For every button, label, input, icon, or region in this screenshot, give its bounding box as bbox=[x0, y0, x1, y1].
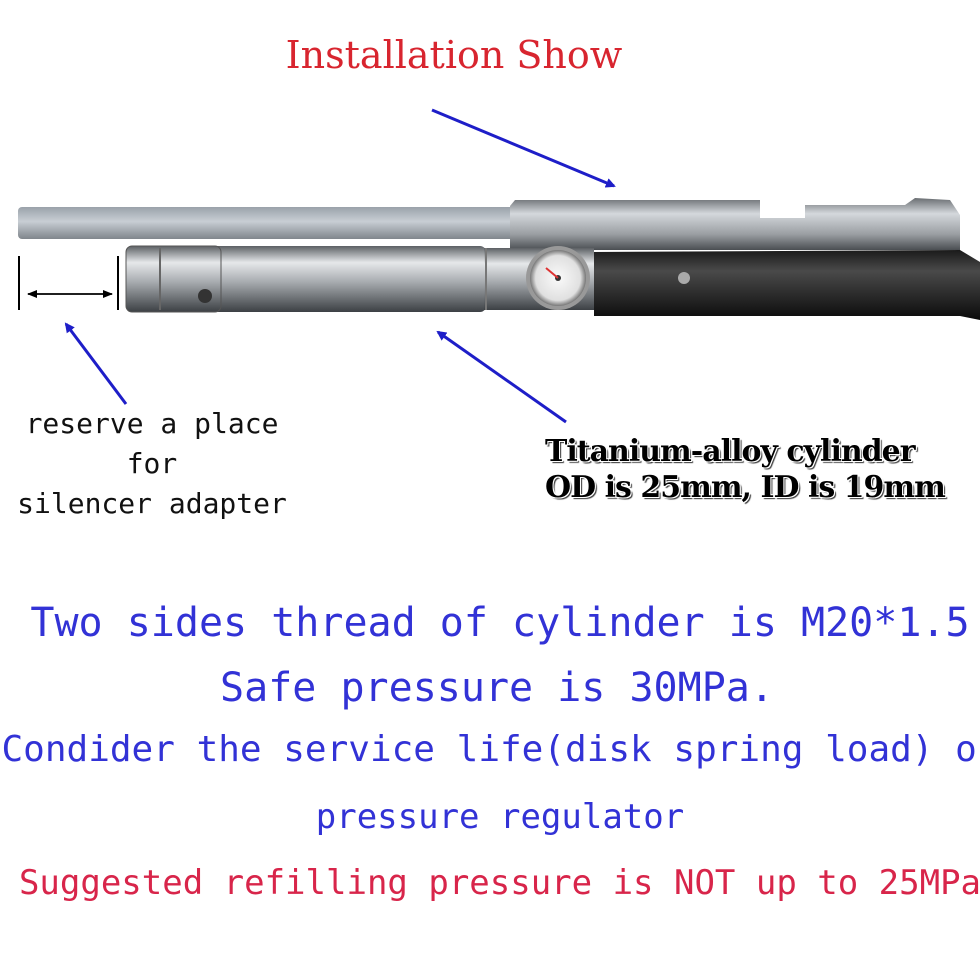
service-life-note: Condider the service life(disk spring lo… bbox=[1, 729, 980, 770]
safe-pressure-spec: Safe pressure is 30MPa. bbox=[220, 665, 774, 711]
arrow-to-receiver bbox=[431, 108, 616, 188]
arrow-to-cylinder bbox=[436, 330, 567, 424]
reserve-line-3: silencer adapter bbox=[17, 487, 287, 520]
dimension-marker bbox=[18, 256, 119, 310]
titanium-cylinder bbox=[125, 245, 594, 313]
cylinder-note: Titanium-alloy cylinder OD is 25mm, ID i… bbox=[545, 434, 946, 506]
reserve-line-2: for bbox=[126, 447, 178, 480]
arrow-to-adapter bbox=[64, 322, 128, 405]
silencer-adapter-note: reserve a place for silencer adapter bbox=[0, 404, 304, 524]
barrel bbox=[18, 207, 518, 239]
regulator-note: pressure regulator bbox=[315, 797, 685, 837]
reserve-line-1: reserve a place bbox=[25, 407, 279, 440]
thread-spec: Two sides thread of cylinder is M20*1.5 bbox=[30, 600, 970, 646]
cylinder-note-line-2: OD is 25mm, ID is 19mm bbox=[545, 470, 946, 505]
pressure-gauge-icon bbox=[526, 246, 590, 310]
regulator-housing bbox=[594, 250, 980, 320]
cylinder-note-line-1: Titanium-alloy cylinder bbox=[545, 434, 916, 469]
receiver bbox=[510, 198, 960, 250]
installation-title: Installation Show bbox=[285, 33, 623, 77]
refill-warning: Suggested refilling pressure is NOT up t… bbox=[18, 863, 980, 903]
